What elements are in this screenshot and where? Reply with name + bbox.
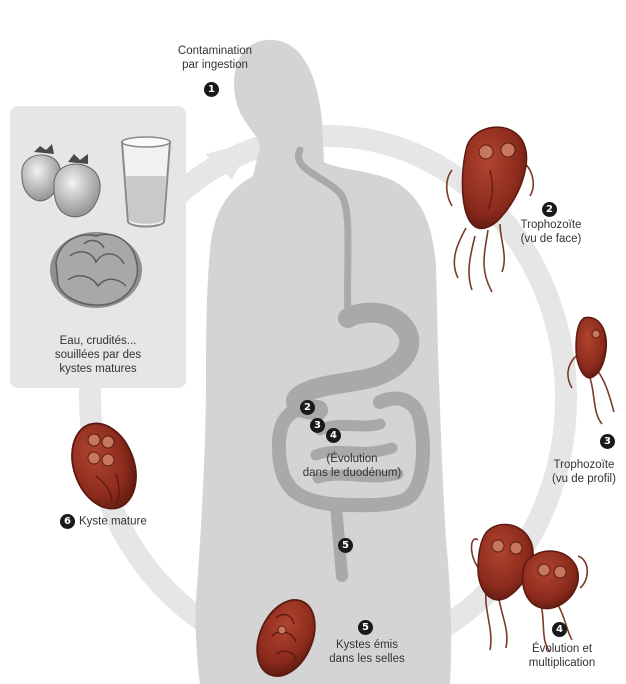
trophozoite-front-parasite [447, 127, 533, 292]
step-5-label: Kystes émis dans les selles [322, 638, 412, 666]
duodenum-label: (Évolution dans le duodénum) [292, 452, 412, 480]
body-marker-4: 4 [326, 428, 341, 443]
body-marker-5: 5 [338, 538, 353, 553]
step-6-badge: 6 [60, 514, 75, 529]
step-5-badge: 5 [358, 620, 373, 635]
step-3-badge: 3 [600, 434, 615, 449]
step-4-label: Évolution et multiplication [516, 642, 608, 670]
mature-cyst [61, 414, 147, 517]
body-marker-2: 2 [300, 400, 315, 415]
step-2-label: Trophozoïte (vu de face) [516, 218, 586, 246]
source-panel-label: Eau, crudités... souillées par des kyste… [20, 334, 176, 376]
step-4-badge: 4 [552, 622, 567, 637]
step-1-badge: 1 [204, 82, 219, 97]
step-2-badge: 2 [542, 202, 557, 217]
step-6-label: 6Kyste mature [60, 514, 147, 529]
multiplying-trophozoites [472, 524, 588, 652]
body-marker-3: 3 [310, 418, 325, 433]
lettuce-illustration [50, 232, 142, 308]
step-1-label: Contamination par ingestion [160, 44, 270, 72]
water-glass-illustration [122, 137, 170, 227]
step-3-label: Trophozoïte (vu de profil) [544, 458, 624, 486]
